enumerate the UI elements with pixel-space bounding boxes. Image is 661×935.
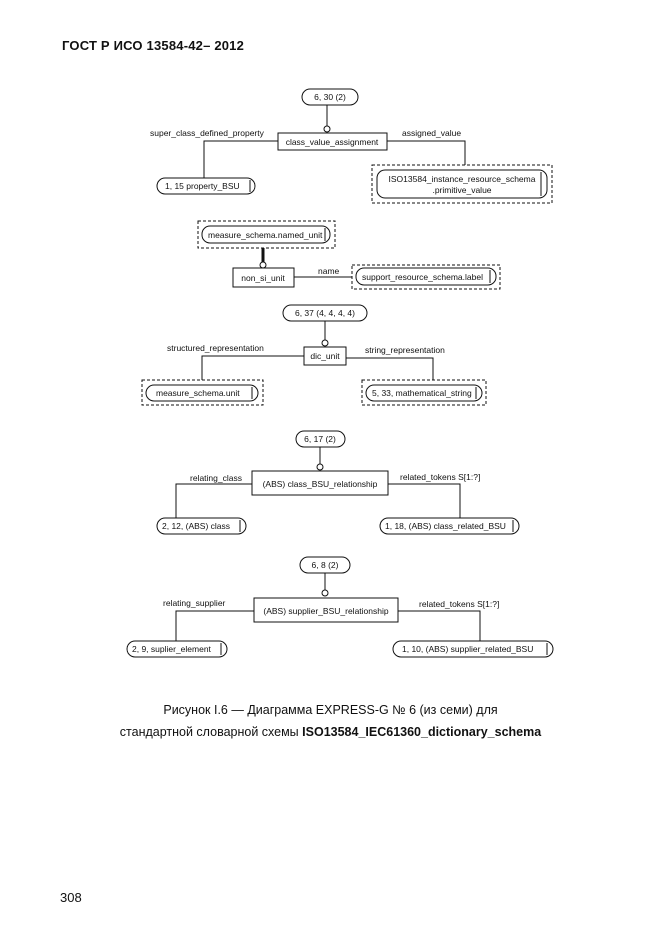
type-label: support_resource_schema.label	[362, 272, 483, 282]
caption-schema-name: ISO13584_IEC61360_dictionary_schema	[302, 725, 542, 739]
type-label: ISO13584_instance_resource_schema	[389, 174, 536, 184]
attribute-label: related_tokens S[1:?]	[419, 599, 499, 609]
entity-label: dic_unit	[310, 351, 340, 361]
caption-prefix: стандартной словарной схемы	[119, 725, 303, 739]
entity-box	[251, 470, 389, 496]
entity-label: (ABS) class_BSU_relationship	[263, 479, 378, 489]
attribute-label: relating_supplier	[163, 598, 226, 608]
page-ref-right	[392, 640, 554, 658]
entity-label: (ABS) supplier_BSU_relationship	[263, 606, 388, 616]
page-ref-label: 6, 17 (2)	[304, 434, 336, 444]
attribute-label: related_tokens S[1:?]	[400, 472, 480, 482]
page-ref-label: 1, 15 property_BSU	[165, 181, 240, 191]
page-ref-label: 6, 8 (2)	[312, 560, 339, 570]
page-ref-label: 6, 30 (2)	[314, 92, 346, 102]
type-box-dashed	[351, 264, 501, 290]
type-label: .primitive_value	[432, 185, 491, 195]
page-number: 308	[60, 890, 82, 905]
page-ref-left	[156, 517, 247, 535]
entity-label: class_value_assignment	[286, 137, 379, 147]
document-header: ГОСТ Р ИСО 13584-42– 2012	[62, 38, 245, 53]
page-ref-6-30	[301, 88, 359, 106]
type-label: 5, 33, mathematical_string	[372, 388, 472, 398]
type-box-dashed	[141, 379, 264, 406]
inheritance-circle	[316, 463, 324, 471]
page-ref-label: 1, 10, (ABS) supplier_related_BSU	[402, 644, 533, 654]
inheritance-circle	[321, 589, 329, 597]
super-type-label: measure_schema.named_unit	[208, 230, 323, 240]
page-ref-left	[126, 640, 228, 658]
diagram-class-value-assignment: 6, 30 (2) class_value_assignment super_c…	[150, 88, 553, 204]
page-ref-right	[379, 517, 520, 535]
type-box-dashed	[371, 164, 553, 204]
page-ref-label: 1, 18, (ABS) class_related_BSU	[385, 521, 506, 531]
diagram-supplier-bsu-relationship: 6, 8 (2) (ABS) supplier_BSU_relationship…	[126, 556, 554, 658]
attribute-label: assigned_value	[402, 128, 461, 138]
type-box-dashed	[197, 220, 336, 249]
attribute-label: structured_representation	[167, 343, 264, 353]
inheritance-circle	[321, 339, 329, 347]
figure-caption-line-2: стандартной словарной схемы ISO13584_IEC…	[0, 725, 661, 739]
diagram-class-bsu-relationship: 6, 17 (2) (ABS) class_BSU_relationship r…	[156, 430, 520, 535]
inheritance-circle	[323, 125, 331, 133]
page-ref-label: 2, 12, (ABS) class	[162, 521, 230, 531]
entity-label: non_si_unit	[241, 273, 285, 283]
inheritance-circle	[259, 261, 267, 269]
entity-box	[253, 597, 399, 623]
page-ref-label: 6, 37 (4, 4, 4, 4)	[295, 308, 355, 318]
attribute-label: super_class_defined_property	[150, 128, 265, 138]
figure-caption-line-1: Рисунок I.6 — Диаграмма EXPRESS-G № 6 (и…	[163, 703, 498, 717]
page-ref-left	[156, 177, 256, 195]
type-box-dashed	[361, 379, 487, 406]
attribute-label: string_representation	[365, 345, 445, 355]
attribute-label: relating_class	[190, 473, 242, 483]
page-ref-label: 2, 9, suplier_element	[132, 644, 212, 654]
diagram-dic-unit: 6, 37 (4, 4, 4, 4) dic_unit structured_r…	[141, 304, 487, 406]
type-label: measure_schema.unit	[156, 388, 240, 398]
diagram-non-si-unit: measure_schema.named_unit non_si_unit na…	[197, 220, 501, 290]
attribute-label: name	[318, 266, 340, 276]
